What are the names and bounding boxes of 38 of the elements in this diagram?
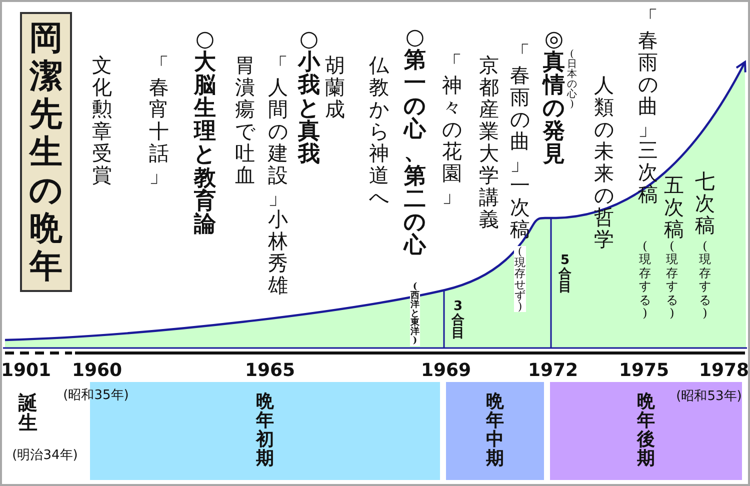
year-label: 1972 [528,361,578,381]
stage-label: 3合目 [451,300,465,341]
era-note: (昭和53年) [676,390,742,404]
event-label: 京都産業大学講義 [478,54,500,230]
event-label: 誕生 [18,394,38,434]
note-label: (現存せず) [514,246,526,312]
event-label: 五次稿 [664,174,684,240]
note-label: (現存する) [638,240,652,321]
year-label: 1969 [420,361,472,381]
event-label: 人類の未来の哲学 [594,74,614,250]
heading-label: ○小我と真我 [298,28,320,167]
event-label: 「春雨の曲」一次稿 [510,42,530,240]
note-label: (現存する) [698,240,712,321]
era-note: (明治34年) [12,449,78,464]
event-label: 胡蘭成 [324,54,346,120]
year-label: 1901 [2,361,52,381]
event-label: 胃潰瘍で吐血 [234,54,256,186]
event-label: 仏教から神道へ [368,54,390,208]
heading-label: ○第一の心、第二の心 [404,26,426,257]
year-label: 1965 [244,361,296,381]
event-label: 「人間の建設」小林秀雄 [268,54,288,296]
event-label: 「春雨の曲」三次稿 [638,7,658,205]
note-label: (西洋と東洋) [410,283,420,346]
era-note: (昭和35年) [63,389,129,404]
event-label: 七次稿 [694,170,716,236]
year-label: 1975 [618,361,670,381]
period-band: 晩年中期 [446,382,544,480]
year-label: 1960 [72,361,122,381]
year-label: 1978 [698,361,748,381]
event-label: 文化勲章受賞 [92,54,112,186]
note-label: (現存する) [666,240,678,321]
note-label: (日本の心) [566,50,578,110]
heading-label: ◎真情の発見 [542,28,566,167]
event-label: 「春宵十話」 [148,54,170,186]
event-label: 「神々の花園」 [442,52,462,206]
heading-label: ○大脳生理と教育論 [194,28,216,236]
stage-label: 5合目 [558,254,572,295]
title-box: 岡潔先生の晩年 [20,12,72,292]
